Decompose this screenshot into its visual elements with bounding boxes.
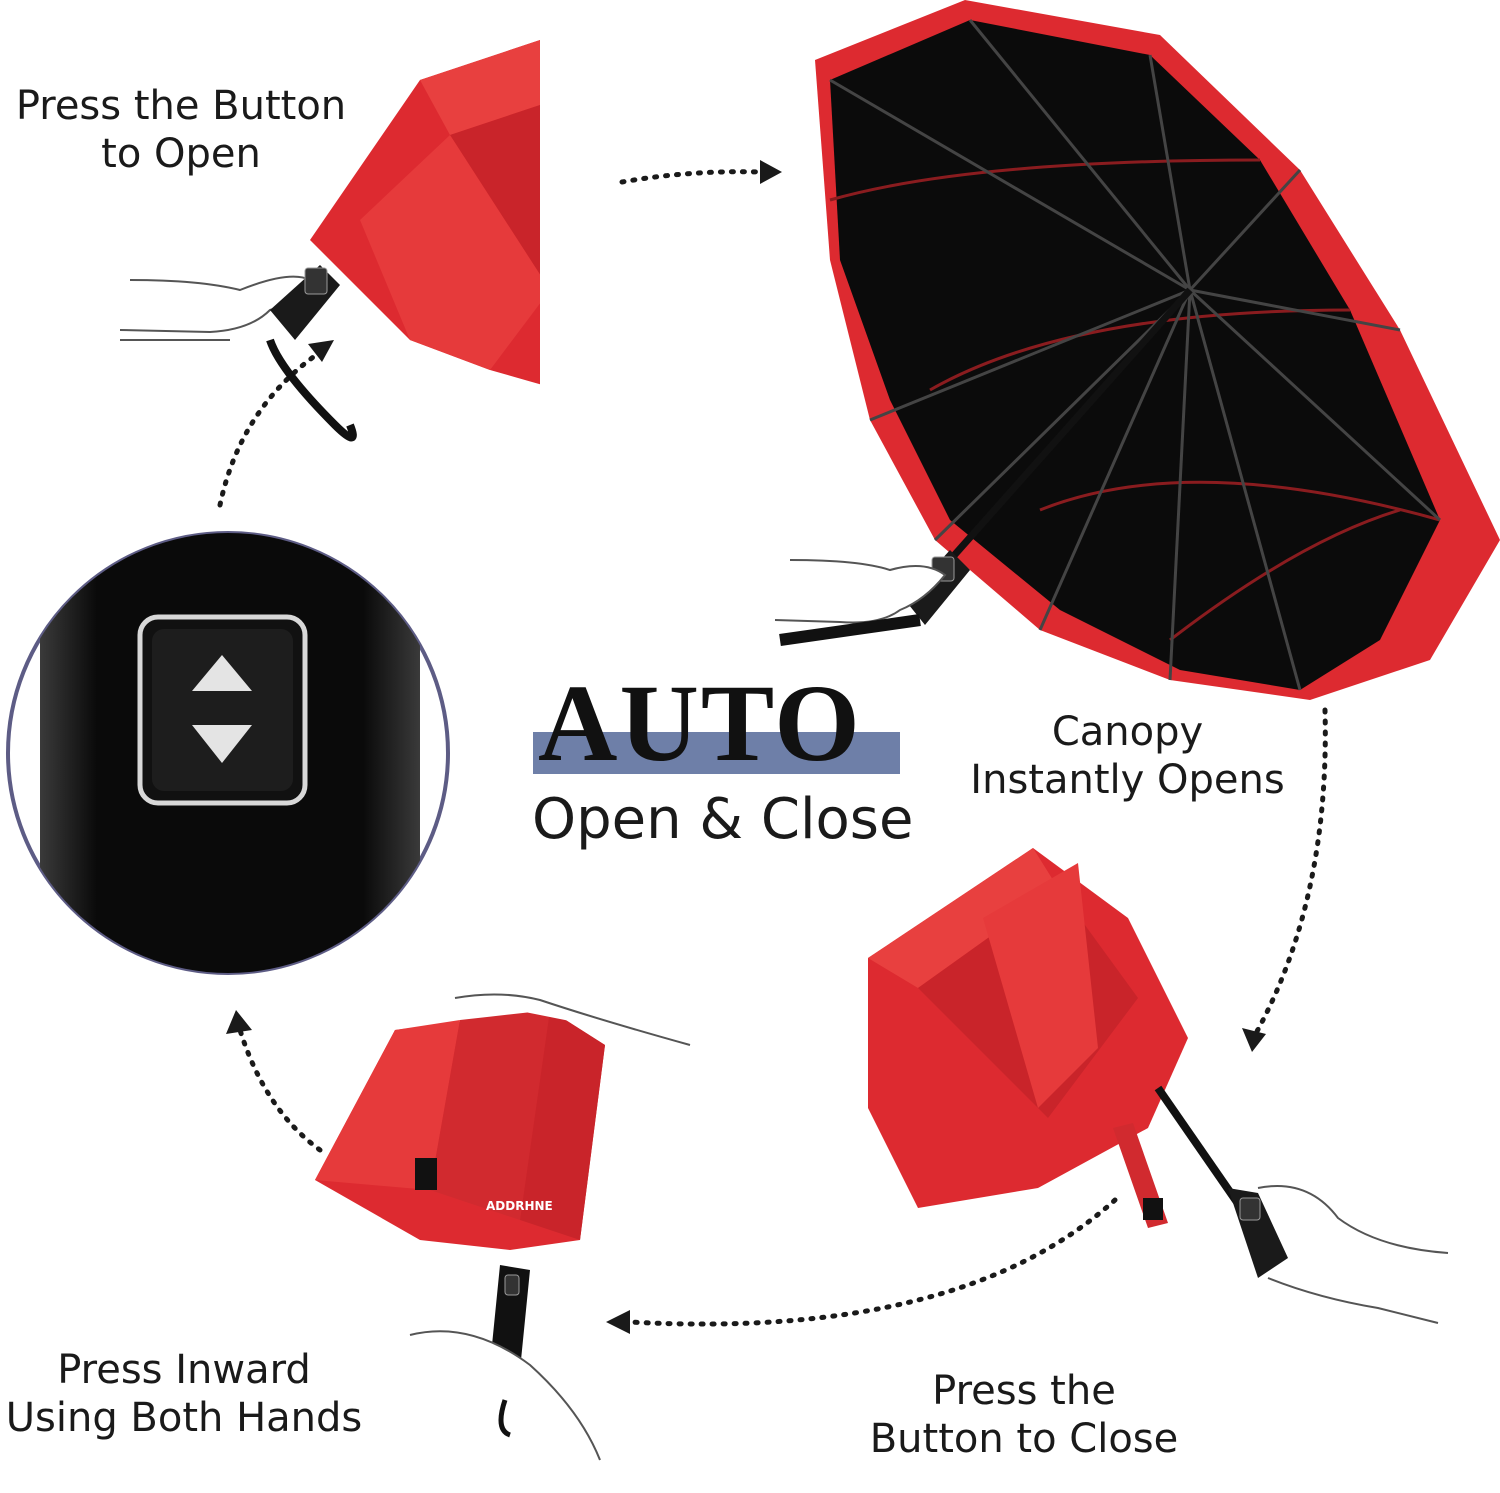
headline-title: AUTO (538, 662, 862, 784)
caption-line: Using Both Hands (5, 1395, 363, 1441)
caption-line: Press the (932, 1368, 1116, 1414)
headline-subtitle: Open & Close (532, 787, 914, 852)
caption-line: Press the Button (15, 83, 347, 129)
caption-line: Canopy (1051, 709, 1204, 755)
up-arrow-icon (192, 655, 252, 691)
headline-accent-bar (533, 732, 900, 774)
cycle-arrow-icon (619, 169, 763, 185)
caption-press-to-close: Press the Button to Close (850, 1367, 1198, 1463)
caption-line: Instantly Opens (970, 757, 1285, 803)
caption-press-inward: Press Inward Using Both Hands (0, 1346, 368, 1442)
caption-line: Button to Close (869, 1416, 1179, 1462)
hand-icon (774, 559, 947, 624)
cycle-arrow-icon (1252, 707, 1328, 1038)
down-arrow-icon (192, 725, 252, 763)
closed-umbrella-icon: ADDRHNE (315, 993, 691, 1461)
closed-umbrella-icon (868, 848, 1449, 1324)
cycle-arrow-icon (217, 352, 319, 508)
svg-text:ADDRHNE: ADDRHNE (486, 1199, 553, 1213)
open-umbrella-icon (774, 0, 1500, 700)
hand-icon (1257, 1185, 1449, 1324)
caption-canopy-opens: Canopy Instantly Opens (955, 708, 1300, 804)
closed-umbrella-icon (120, 40, 540, 442)
cycle-arrow-icon (237, 1027, 323, 1153)
handle (266, 265, 357, 442)
button-closeup-icon (6, 531, 450, 975)
cycle-arrow-icon (627, 1197, 1118, 1327)
caption-line: to Open (101, 131, 261, 177)
caption-line: Press Inward (57, 1347, 311, 1393)
caption-press-to-open: Press the Button to Open (0, 82, 362, 178)
hand-icon (409, 993, 691, 1461)
